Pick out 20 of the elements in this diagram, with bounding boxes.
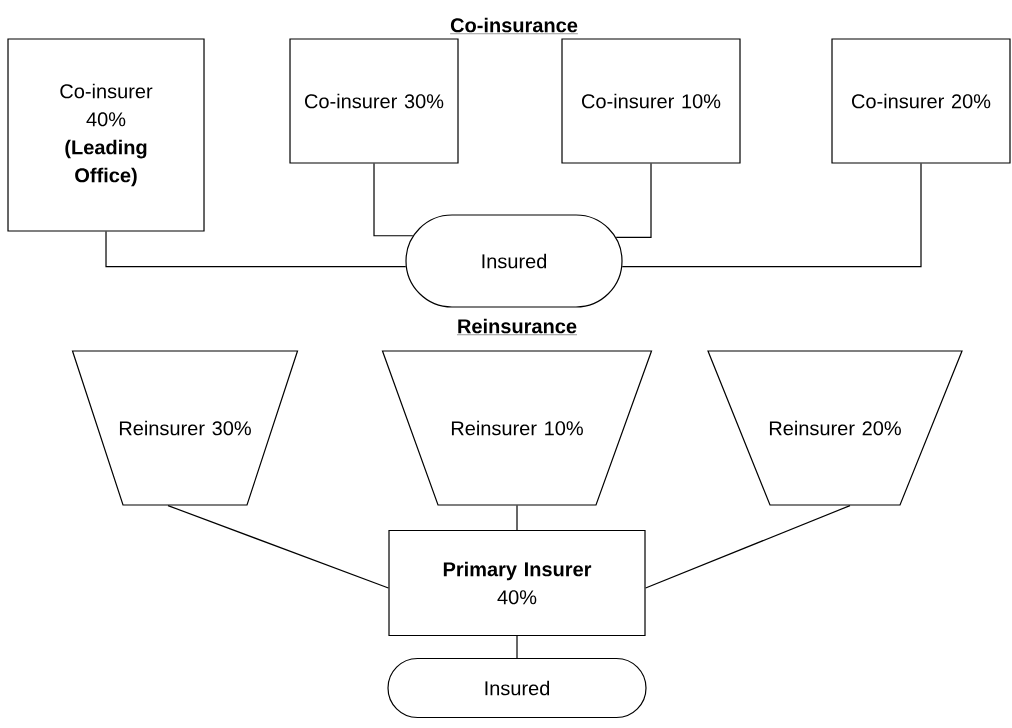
trapezoid: Reinsurer 20% (707, 350, 963, 506)
rounded-box: Insured (387, 657, 647, 719)
connector-line (373, 163, 414, 237)
connector-line (645, 505, 851, 589)
box: Co-insurer 10% (561, 38, 741, 164)
box: Co-insurer 40% (Leading Office) (7, 38, 205, 232)
box: Co-insurer 30% (289, 38, 459, 164)
box: Primary Insurer 40% (388, 529, 646, 637)
connector-line (167, 505, 389, 589)
connector-line (621, 163, 922, 268)
rounded-box: Insured (405, 214, 623, 308)
section-heading: Reinsurance (456, 318, 578, 335)
section-heading: Co-insurance (449, 17, 579, 34)
box: Co-insurer 20% (831, 38, 1011, 164)
connector-line (516, 505, 518, 531)
connector-line (516, 635, 518, 659)
connector-line (105, 231, 407, 268)
trapezoid: Reinsurer 10% (381, 350, 653, 506)
connector-line (615, 163, 652, 238)
trapezoid: Reinsurer 30% (71, 350, 299, 506)
